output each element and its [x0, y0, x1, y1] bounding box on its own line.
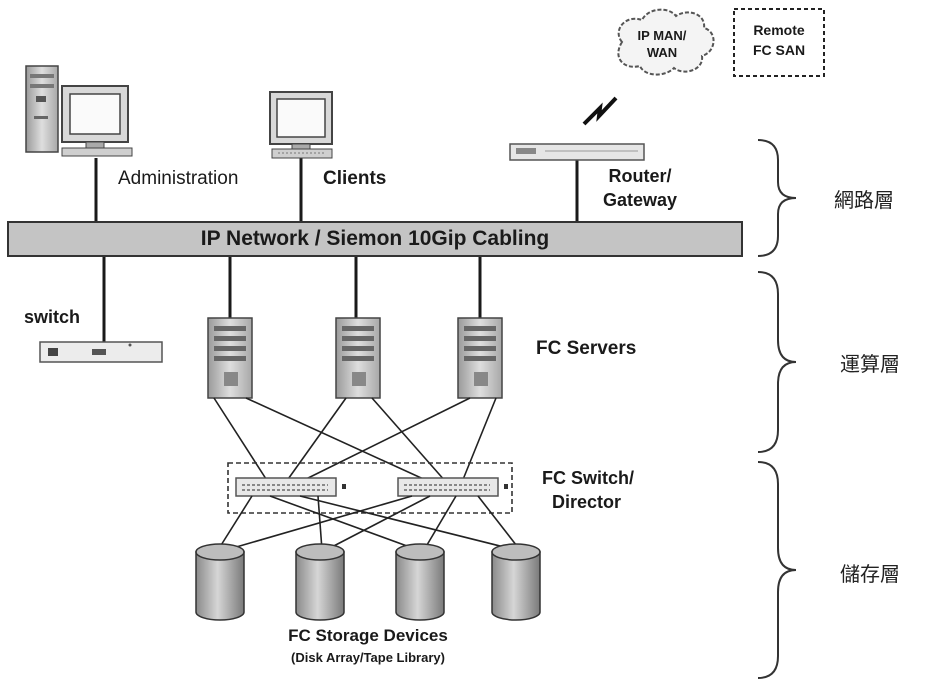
remote-san-label-line2: FC SAN: [752, 42, 806, 58]
fc-server-1-icon: [207, 317, 253, 399]
fc-server-3-icon: [457, 317, 503, 399]
fc-servers-label: FC Servers: [536, 338, 637, 359]
storage-layer-brace: [757, 461, 797, 679]
clients-label: Clients: [323, 168, 387, 189]
fc-switch-label-line2: Director: [552, 492, 622, 512]
storage-device-4-icon: [491, 543, 541, 621]
admin-workstation-icon: [25, 65, 133, 157]
server-switch-links: [213, 397, 497, 483]
router-label-line2: Gateway: [602, 190, 678, 210]
fc-server-2-icon: [335, 317, 381, 399]
client-workstation-icon: [269, 91, 333, 159]
storage-title: FC Storage Devices: [288, 626, 448, 645]
ethernet-switch-icon: [39, 341, 163, 363]
wan-cloud-icon: [617, 8, 715, 76]
remote-san-box: [733, 8, 825, 77]
administration-label: Administration: [118, 168, 239, 189]
network-bar-label: IP Network / Siemon 10Gip Cabling: [200, 227, 550, 250]
storage-subtitle: (Disk Array/Tape Library): [291, 650, 445, 665]
storage-layer-label: 儲存層: [840, 562, 900, 586]
storage-device-1-icon: [195, 543, 245, 621]
cloud-label-line1: IP MAN/: [637, 28, 687, 43]
router-label-line1: Router/: [608, 166, 672, 186]
router-icon: [509, 143, 645, 161]
wireless-link-icon: [582, 96, 618, 126]
compute-layer-label: 運算層: [840, 352, 900, 376]
downlink-lines: [102, 256, 482, 342]
ip-network-bar: [7, 221, 743, 257]
fc-switch-2-icon: [397, 477, 508, 497]
compute-layer-brace: [757, 271, 797, 453]
network-layer-brace: [757, 139, 797, 257]
fc-switch-label-line1: FC Switch/: [542, 468, 635, 488]
layer-braces: [757, 139, 797, 679]
switch-storage-links: [217, 495, 521, 551]
storage-device-2-icon: [295, 543, 345, 621]
storage-device-3-icon: [395, 543, 445, 621]
network-layer-label: 網路層: [834, 188, 894, 212]
uplink-lines: [94, 158, 579, 222]
remote-san-label-line1: Remote: [753, 22, 805, 38]
switch-label: switch: [24, 307, 81, 327]
cloud-label-line2: WAN: [646, 45, 678, 60]
fc-switch-1-icon: [235, 477, 346, 497]
